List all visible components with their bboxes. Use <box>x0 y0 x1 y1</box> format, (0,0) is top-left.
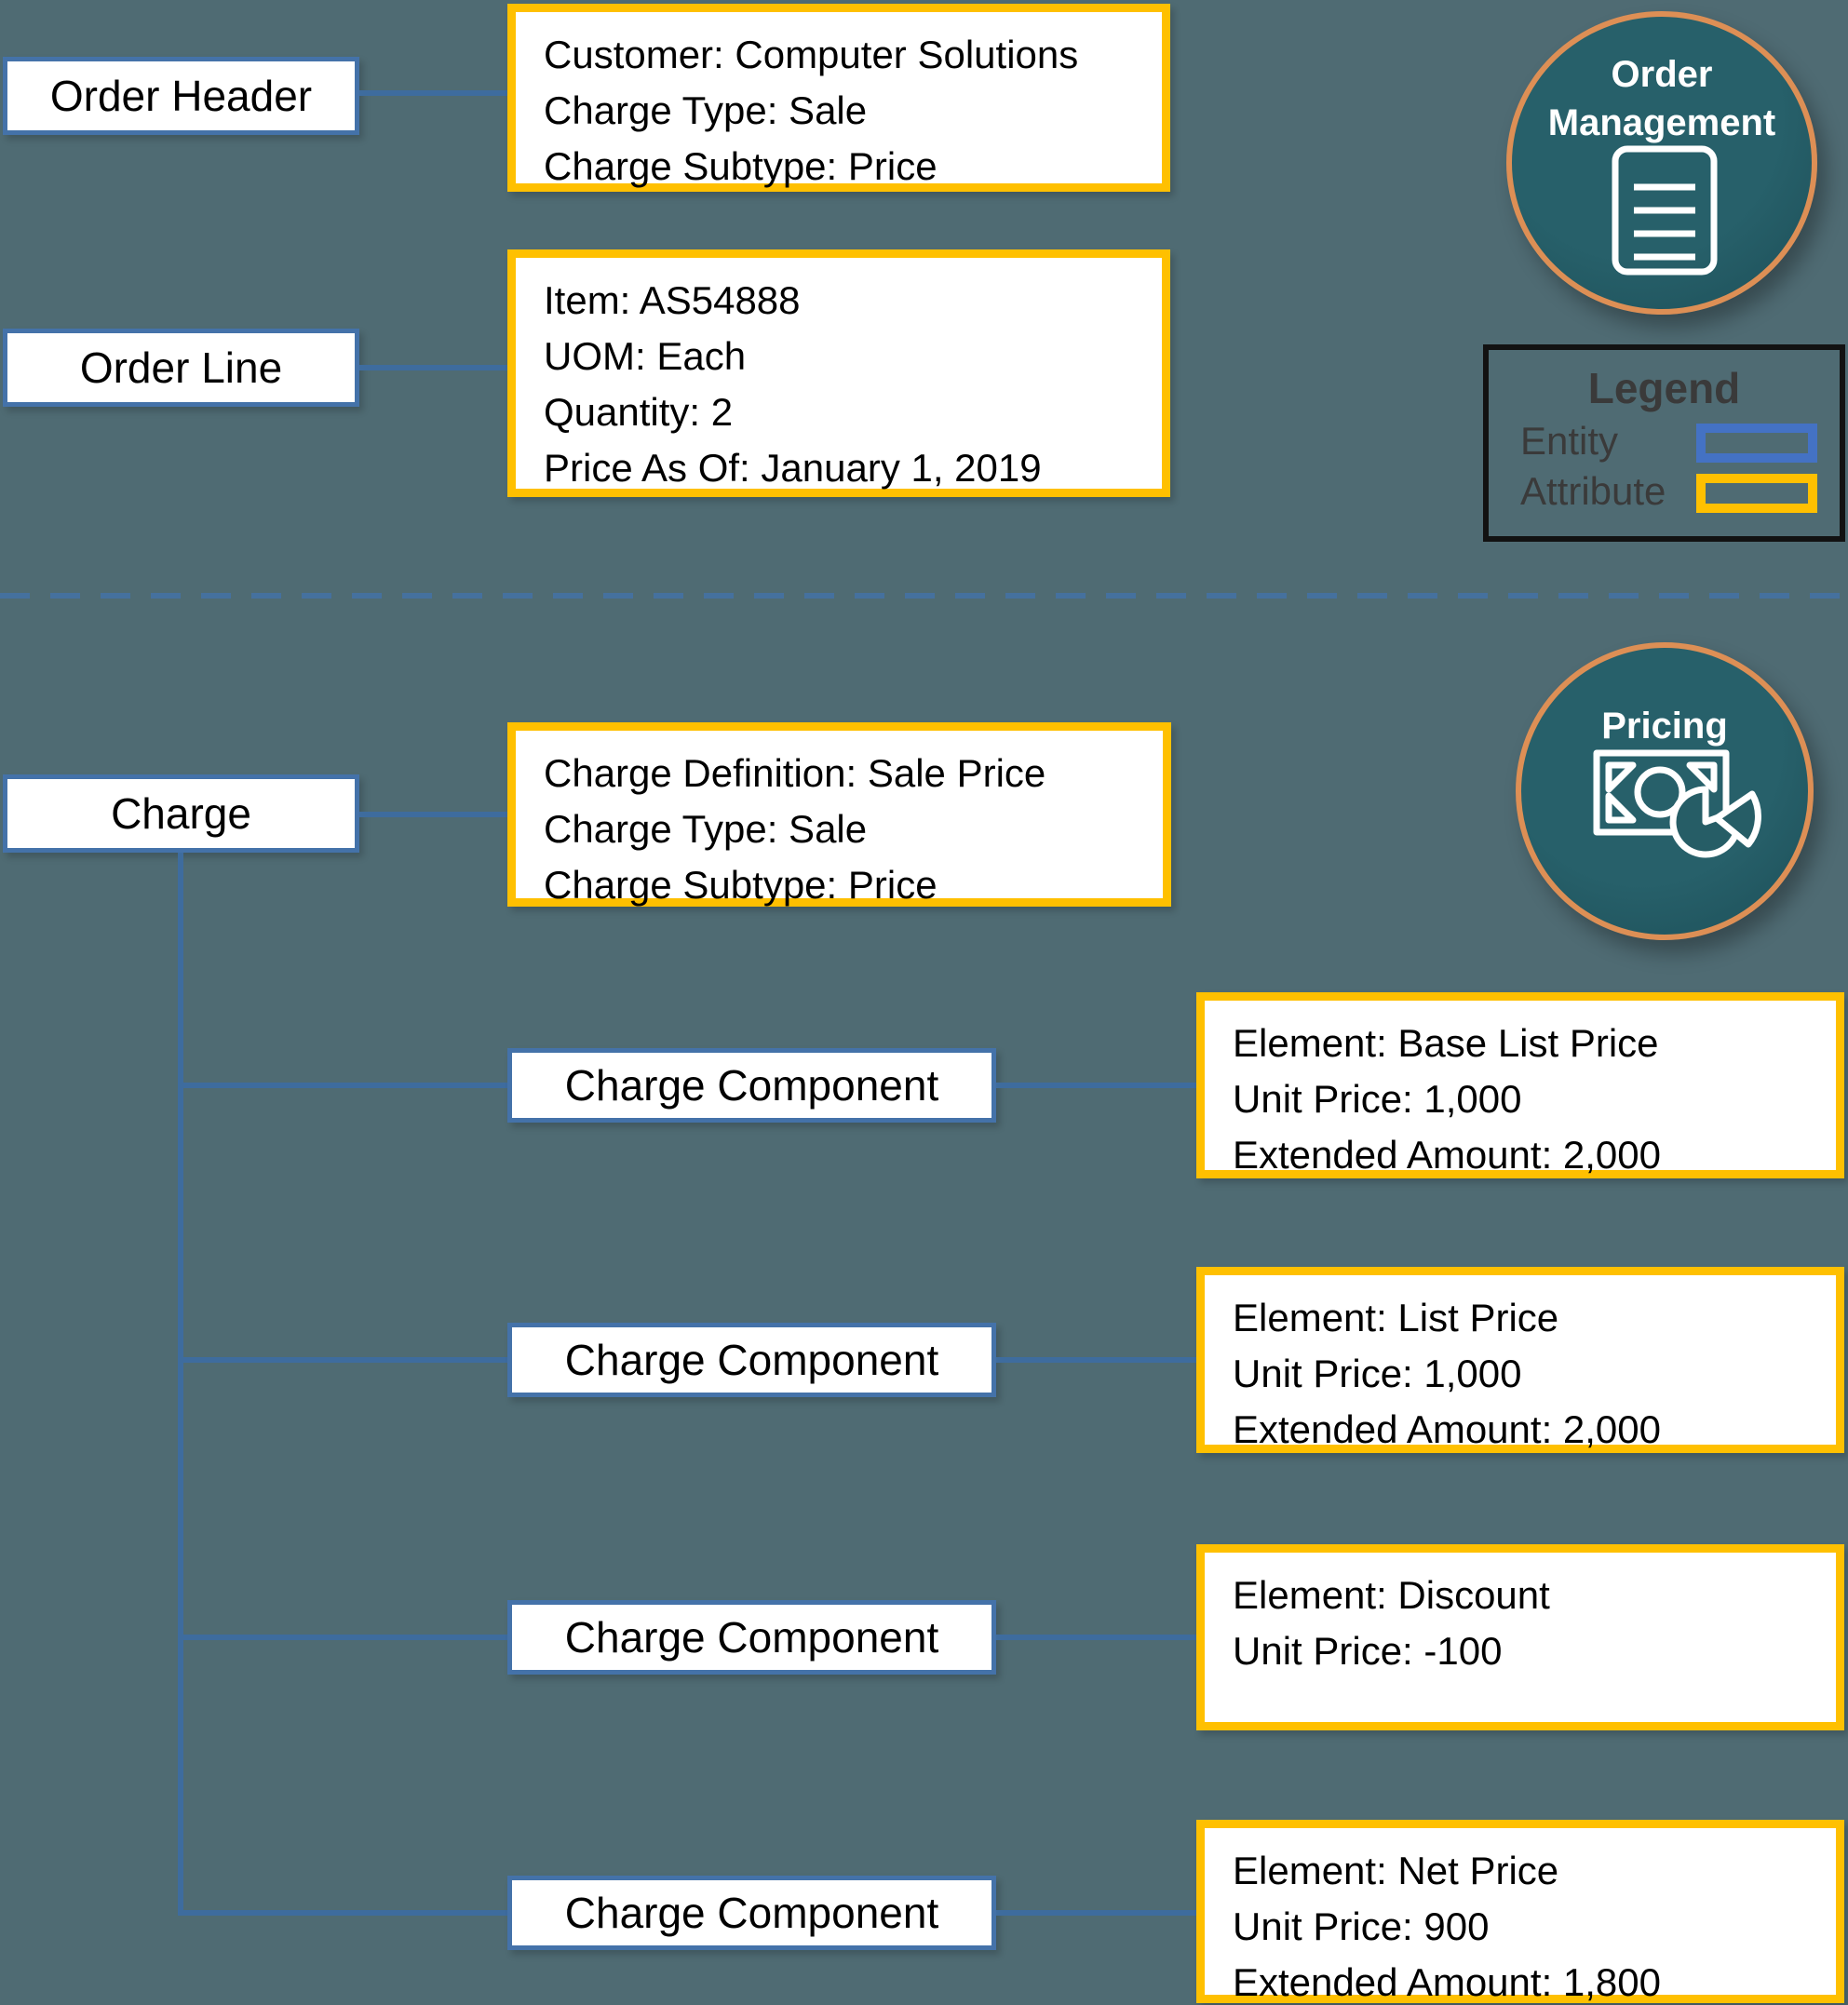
connector-component-3-to-attributes <box>996 1635 1196 1640</box>
connector-component-4-to-attributes <box>996 1910 1196 1916</box>
money-pie-chart-icon <box>1593 749 1761 858</box>
attribute-line: Element: Base List Price <box>1233 1021 1659 1065</box>
legend: Legend Entity Attribute <box>1483 344 1845 542</box>
order-management-badge: Order Management <box>1506 11 1817 315</box>
attribute-box-order-header: Customer: Computer Solutions Charge Type… <box>507 4 1170 192</box>
attribute-line: Element: Discount <box>1233 1573 1550 1617</box>
legend-attribute-swatch <box>1696 474 1817 513</box>
attribute-box-order-line: Item: AS54888 UOM: Each Quantity: 2 Pric… <box>507 249 1170 497</box>
attribute-box-component-4: Element: Net Price Unit Price: 900 Exten… <box>1196 1820 1844 2004</box>
entity-charge-component-label: Charge Component <box>564 1889 939 1937</box>
legend-entity-swatch <box>1696 424 1817 463</box>
legend-entity-label: Entity <box>1520 419 1619 463</box>
attribute-line: Quantity: 2 <box>544 390 734 434</box>
attribute-box-charge: Charge Definition: Sale Price Charge Typ… <box>507 722 1171 907</box>
pricing-badge: Pricing <box>1516 642 1814 940</box>
attribute-line: Element: Net Price <box>1233 1849 1559 1892</box>
attribute-line: Unit Price: -100 <box>1233 1629 1503 1673</box>
attribute-line: Charge Type: Sale <box>544 807 868 851</box>
pricing-badge-label: Pricing <box>1601 706 1728 747</box>
connector-charge-to-attributes <box>359 812 507 817</box>
entity-order-header-label: Order Header <box>49 72 313 120</box>
entity-charge-component-label: Charge Component <box>564 1061 939 1110</box>
branch-line-component-4 <box>178 1910 507 1916</box>
attribute-line: Extended Amount: 1,800 <box>1233 1960 1662 2004</box>
entity-charge: Charge <box>3 774 359 853</box>
document-icon <box>1612 145 1718 276</box>
connector-order-line-to-attributes <box>359 365 507 370</box>
entity-charge-component-4: Charge Component <box>507 1876 996 1950</box>
attribute-box-component-3: Element: Discount Unit Price: -100 <box>1196 1544 1844 1730</box>
branch-line-component-1 <box>178 1083 507 1088</box>
entity-charge-component-label: Charge Component <box>564 1613 939 1662</box>
attribute-box-component-1: Element: Base List Price Unit Price: 1,0… <box>1196 992 1844 1178</box>
entity-order-line: Order Line <box>3 329 359 407</box>
attribute-line: Element: List Price <box>1233 1296 1559 1339</box>
attribute-line: Charge Definition: Sale Price <box>544 751 1046 795</box>
attribute-line: UOM: Each <box>544 334 747 378</box>
attribute-line: Extended Amount: 2,000 <box>1233 1133 1662 1177</box>
order-management-badge-label: Order Management <box>1547 54 1776 143</box>
attribute-line: Unit Price: 900 <box>1233 1904 1490 1948</box>
branch-line-component-3 <box>178 1635 507 1640</box>
entity-charge-component-1: Charge Component <box>507 1048 996 1123</box>
entity-charge-component-label: Charge Component <box>564 1336 939 1384</box>
attribute-line: Extended Amount: 2,000 <box>1233 1407 1662 1451</box>
entity-order-header: Order Header <box>3 57 359 135</box>
legend-title: Legend <box>1587 364 1741 412</box>
attribute-line: Price As Of: January 1, 2019 <box>544 446 1042 490</box>
charge-hierarchy-trunk-line <box>178 853 183 1916</box>
connector-component-1-to-attributes <box>996 1083 1196 1088</box>
attribute-line: Customer: Computer Solutions <box>544 33 1079 76</box>
entity-order-line-label: Order Line <box>79 343 283 392</box>
attribute-line: Unit Price: 1,000 <box>1233 1352 1522 1395</box>
entity-charge-component-3: Charge Component <box>507 1600 996 1675</box>
entity-charge-label: Charge <box>111 789 251 838</box>
connector-component-2-to-attributes <box>996 1357 1196 1363</box>
legend-attribute-label: Attribute <box>1520 469 1666 513</box>
entity-charge-component-2: Charge Component <box>507 1323 996 1397</box>
attribute-line: Unit Price: 1,000 <box>1233 1077 1522 1121</box>
attribute-line: Charge Subtype: Price <box>544 863 937 907</box>
section-divider-dashed-line <box>0 593 1848 599</box>
branch-line-component-2 <box>178 1357 507 1363</box>
connector-order-header-to-attributes <box>359 90 507 96</box>
attribute-line: Charge Type: Sale <box>544 88 868 132</box>
attribute-line: Charge Subtype: Price <box>544 144 937 188</box>
attribute-line: Item: AS54888 <box>544 278 801 322</box>
attribute-box-component-2: Element: List Price Unit Price: 1,000 Ex… <box>1196 1267 1844 1453</box>
